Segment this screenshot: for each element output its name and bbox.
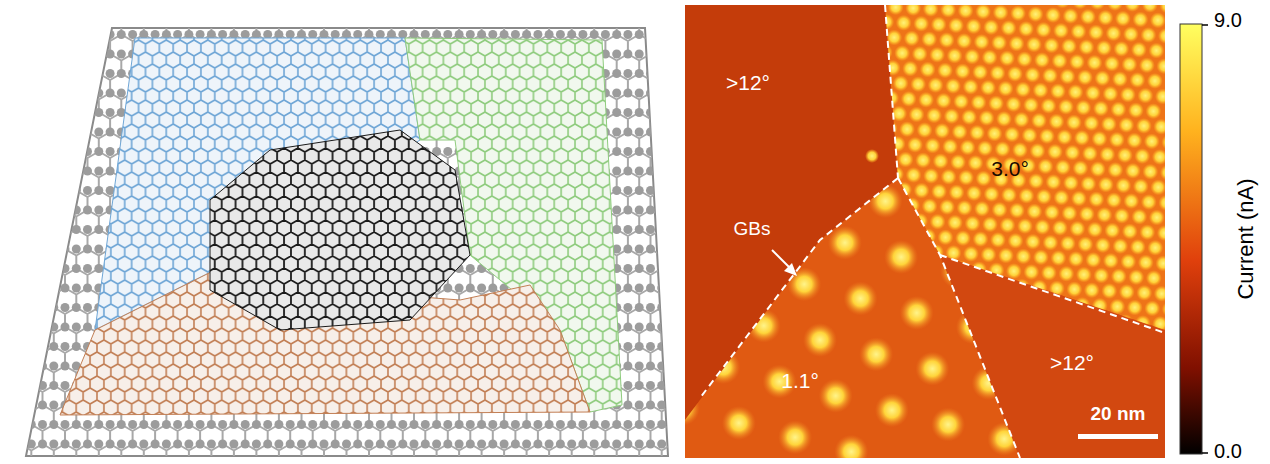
angle-label: >12° (726, 72, 770, 93)
angle-label: 1.1° (781, 370, 819, 391)
angle-label: >12° (1050, 352, 1094, 373)
stm-current-map (666, 0, 1184, 464)
colorbar-max: 9.0 (1214, 10, 1242, 30)
color-bar (1180, 24, 1202, 454)
colorbar-title: Current (nA) (1235, 178, 1257, 299)
scale-bar (1078, 434, 1158, 439)
colorbar-min: 0.0 (1214, 441, 1242, 461)
boundary-label: GBs (734, 219, 771, 238)
angle-label: 3.0° (991, 158, 1029, 179)
graphene-schematic (9, 11, 689, 464)
scale-bar-label: 20 nm (1091, 404, 1146, 423)
